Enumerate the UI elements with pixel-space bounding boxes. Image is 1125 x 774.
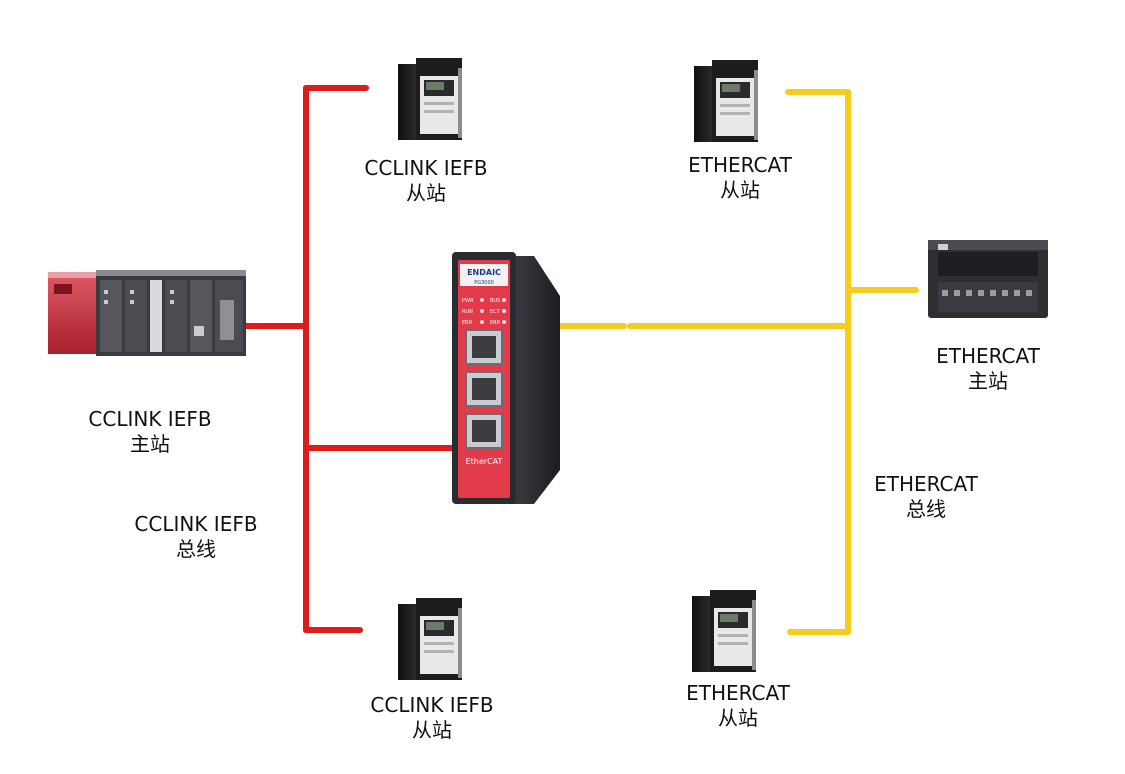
gateway-device: ENDAIC PG3000 PWR RUN ERR BUS ECT ERR Et: [452, 252, 560, 504]
label-line1: CCLINK IEFB: [370, 693, 494, 717]
led-icon: [502, 298, 506, 302]
cclink-slave-top-label: CCLINK IEFB 从站: [346, 156, 506, 206]
ethercat-master-controller: [928, 240, 1048, 318]
gateway-indicators: PWR RUN ERR BUS ECT ERR: [462, 298, 501, 326]
label-line2: 从站: [720, 178, 760, 202]
label-line2: 总线: [176, 537, 216, 561]
led-icon: [480, 309, 484, 313]
ethercat-master-label: ETHERCAT 主站: [908, 344, 1068, 394]
cclink-bus-label: CCLINK IEFB 总线: [116, 512, 276, 562]
label-line1: ETHERCAT: [874, 472, 978, 496]
cclink-master-label: CCLINK IEFB 主站: [70, 407, 230, 457]
label-line1: CCLINK IEFB: [134, 512, 258, 536]
indicator-label: BUS: [490, 298, 500, 304]
label-line1: CCLINK IEFB: [88, 407, 212, 431]
gateway-model: PG3000: [474, 280, 494, 286]
label-line1: ETHERCAT: [686, 681, 790, 705]
ethercat-slave-drive-bottom: [692, 590, 756, 672]
ethercat-slave-drive-top: [694, 60, 758, 142]
indicator-label: ERR: [462, 320, 473, 326]
label-line2: 主站: [968, 369, 1008, 393]
label-line1: ETHERCAT: [688, 153, 792, 177]
label-line2: 从站: [406, 181, 446, 205]
label-line2: 主站: [130, 432, 170, 456]
label-line2: 从站: [718, 706, 758, 730]
cclink-bus-lines: [242, 85, 458, 633]
ethercat-slave-top-label: ETHERCAT 从站: [660, 153, 820, 203]
label-line1: CCLINK IEFB: [364, 156, 488, 180]
cclink-master-plc: [48, 270, 246, 356]
label-line1: ETHERCAT: [936, 344, 1040, 368]
led-icon: [502, 320, 506, 324]
indicator-label: PWR: [462, 298, 474, 304]
cclink-slave-bottom-label: CCLINK IEFB 从站: [352, 693, 512, 743]
gateway-brand: ENDAIC: [467, 268, 501, 277]
gateway-leds: [480, 298, 506, 324]
led-icon: [480, 320, 484, 324]
led-icon: [502, 309, 506, 313]
gateway-ports: [465, 329, 503, 449]
led-icon: [480, 298, 484, 302]
label-line2: 从站: [412, 718, 452, 742]
ethercat-bus-lines: [557, 89, 919, 635]
indicator-label: RUN: [462, 309, 473, 315]
ethercat-slave-bottom-label: ETHERCAT 从站: [658, 681, 818, 731]
cclink-slave-drive-bottom: [398, 598, 462, 680]
gateway-bottom-label: EtherCAT: [466, 457, 503, 466]
indicator-label: ECT: [490, 309, 501, 315]
label-line2: 总线: [906, 497, 946, 521]
indicator-label: ERR: [490, 320, 501, 326]
ethercat-bus-label: ETHERCAT 总线: [846, 472, 1006, 522]
cclink-slave-drive-top: [398, 58, 462, 140]
